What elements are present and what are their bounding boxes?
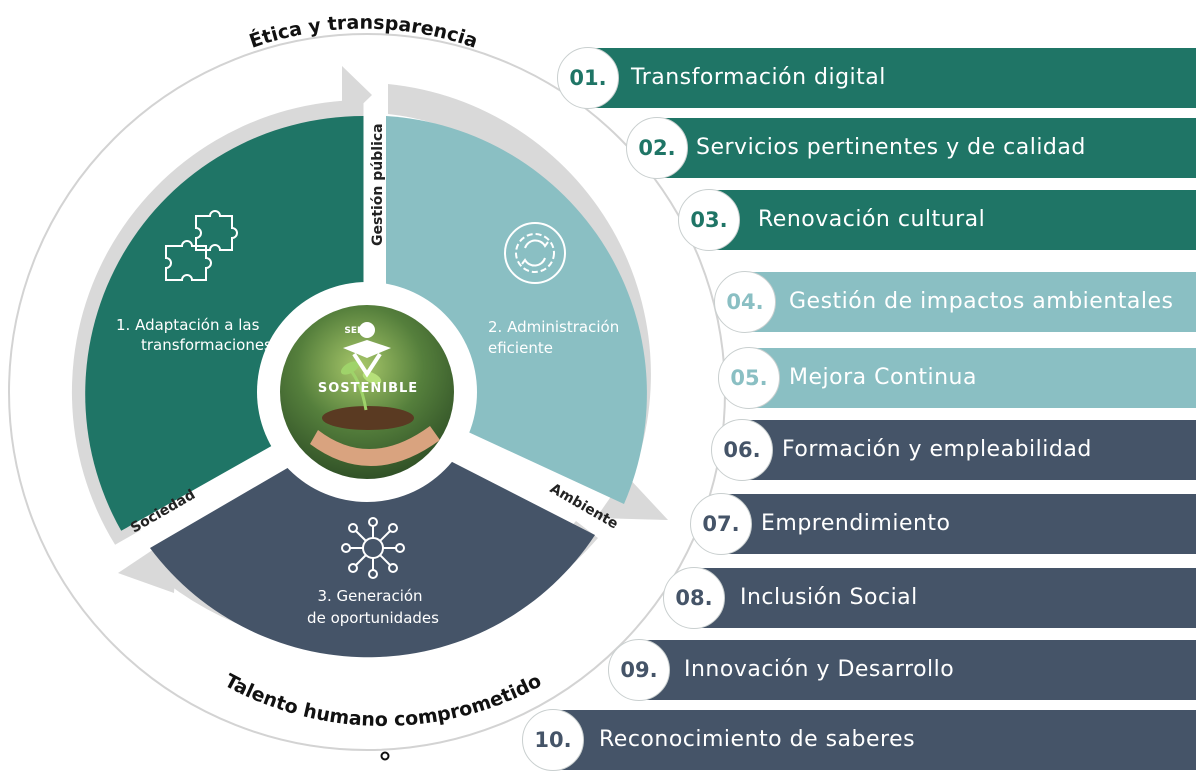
network-hub-icon bbox=[341, 517, 405, 579]
strategy-item-03: 03. Renovación cultural bbox=[678, 189, 1196, 251]
segment-1-label-line1: 1. Adaptación a las bbox=[116, 316, 260, 334]
strategy-item-05: 05. Mejora Continua bbox=[718, 347, 1196, 409]
strategy-item-08: 08. Inclusión Social bbox=[663, 567, 1196, 629]
segment-2-label-line2: eficiente bbox=[488, 339, 553, 357]
strategy-item-label: Mejora Continua bbox=[789, 365, 977, 390]
strategy-item-label: Innovación y Desarrollo bbox=[684, 657, 955, 682]
arc-label-talento: Talento humano comprometido bbox=[221, 670, 545, 731]
sena-logo-text: SENA bbox=[344, 326, 371, 336]
divider-label-gestion-publica: Gestión pública bbox=[370, 123, 386, 246]
strategy-item-06: 06. Formación y empleabilidad bbox=[711, 419, 1196, 481]
strategy-item-09: 09. Innovación y Desarrollo bbox=[608, 639, 1196, 701]
strategy-item-number: 01. bbox=[557, 47, 619, 109]
arrow-head-right bbox=[596, 475, 668, 520]
strategy-item-label: Emprendimiento bbox=[761, 511, 951, 536]
strategy-item-label: Formación y empleabilidad bbox=[782, 437, 1092, 462]
strategy-item-label: Transformación digital bbox=[631, 65, 886, 90]
arc-label-etica-path: Ética y transparencia bbox=[246, 12, 480, 53]
sena-logo bbox=[343, 322, 391, 378]
strategy-item-number: 08. bbox=[663, 567, 725, 629]
arrow-head-top bbox=[342, 66, 372, 124]
bottom-ring-mark bbox=[380, 751, 390, 761]
segment-3-label-line2: de oportunidades bbox=[307, 609, 439, 627]
strategy-item-02: 02. Servicios pertinentes y de calidad bbox=[626, 117, 1196, 179]
strategy-item-label: Reconocimiento de saberes bbox=[599, 727, 916, 752]
strategy-item-number: 10. bbox=[522, 709, 584, 771]
sostenible-label: SOSTENIBLE bbox=[318, 381, 418, 396]
strategy-item-number: 05. bbox=[718, 347, 780, 409]
strategy-item-10: 10. Reconocimiento de saberes bbox=[522, 709, 1196, 771]
arc-label-etica: Ética y transparencia bbox=[246, 12, 480, 53]
segment-1-label-line2: transformaciones bbox=[141, 336, 272, 354]
strategy-item-04: 04. Gestión de impactos ambientales bbox=[714, 271, 1196, 333]
arrow-band-top bbox=[71, 100, 364, 545]
strategy-item-01: 01. Transformación digital bbox=[557, 47, 1196, 109]
strategy-item-number: 09. bbox=[608, 639, 670, 701]
strategy-item-label: Inclusión Social bbox=[740, 585, 918, 610]
strategy-item-number: 07. bbox=[690, 493, 752, 555]
strategy-item-number: 04. bbox=[714, 271, 776, 333]
strategy-item-label: Servicios pertinentes y de calidad bbox=[696, 135, 1086, 160]
strategy-item-number: 02. bbox=[626, 117, 688, 179]
strategy-item-label: Renovación cultural bbox=[758, 207, 986, 232]
arc-label-talento-path: Talento humano comprometido bbox=[221, 670, 545, 731]
gear-cycle-icon bbox=[504, 222, 566, 284]
puzzle-icon bbox=[165, 210, 238, 281]
strategy-item-number: 03. bbox=[678, 189, 740, 251]
segment-2-label-line1: 2. Administración bbox=[488, 318, 619, 336]
strategy-item-label: Gestión de impactos ambientales bbox=[789, 289, 1174, 314]
strategy-item-number: 06. bbox=[711, 419, 773, 481]
strategy-item-07: 07. Emprendimiento bbox=[690, 493, 1196, 555]
segment-3-label-line1: 3. Generación bbox=[317, 587, 422, 605]
